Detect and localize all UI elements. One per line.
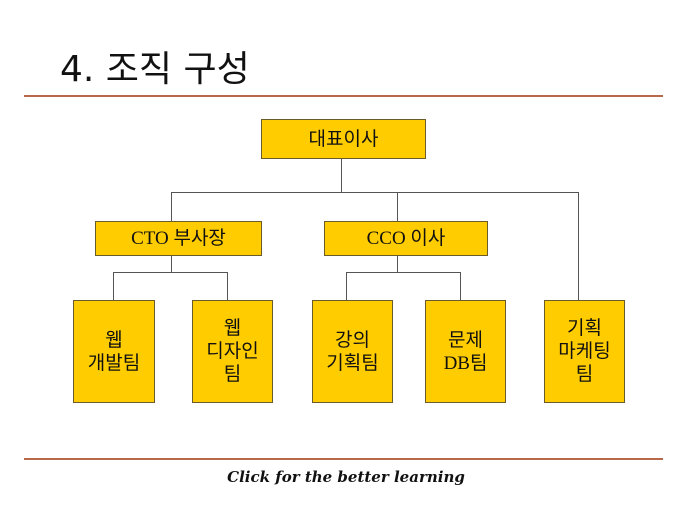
node-lecture-planning-team[interactable]: 강의 기획팀 [312,300,393,403]
node-ceo[interactable]: 대표이사 [261,119,426,159]
slide-title: 4. 조직 구성 [60,49,250,90]
node-web-dev-team[interactable]: 웹 개발팀 [73,300,155,403]
connector [171,192,579,193]
node-web-design-team[interactable]: 웹 디자인 팀 [192,300,273,403]
connector [171,255,172,272]
node-cco[interactable]: CCO 이사 [324,221,488,256]
connector [113,272,114,300]
connector [460,272,461,300]
node-planning-marketing-team[interactable]: 기획 마케팅 팀 [544,300,625,403]
connector [341,158,342,192]
node-problem-db-team[interactable]: 문제 DB팀 [425,300,506,403]
connector [397,192,398,221]
connector [346,272,461,273]
connector [227,272,228,300]
node-cto[interactable]: CTO 부사장 [95,221,262,256]
connector [113,272,228,273]
footer-link[interactable]: Click for the better learning [227,468,465,486]
top-divider [24,95,663,97]
connector [346,272,347,300]
connector [578,192,579,300]
connector [171,192,172,221]
bottom-divider [24,458,663,460]
connector [397,255,398,272]
